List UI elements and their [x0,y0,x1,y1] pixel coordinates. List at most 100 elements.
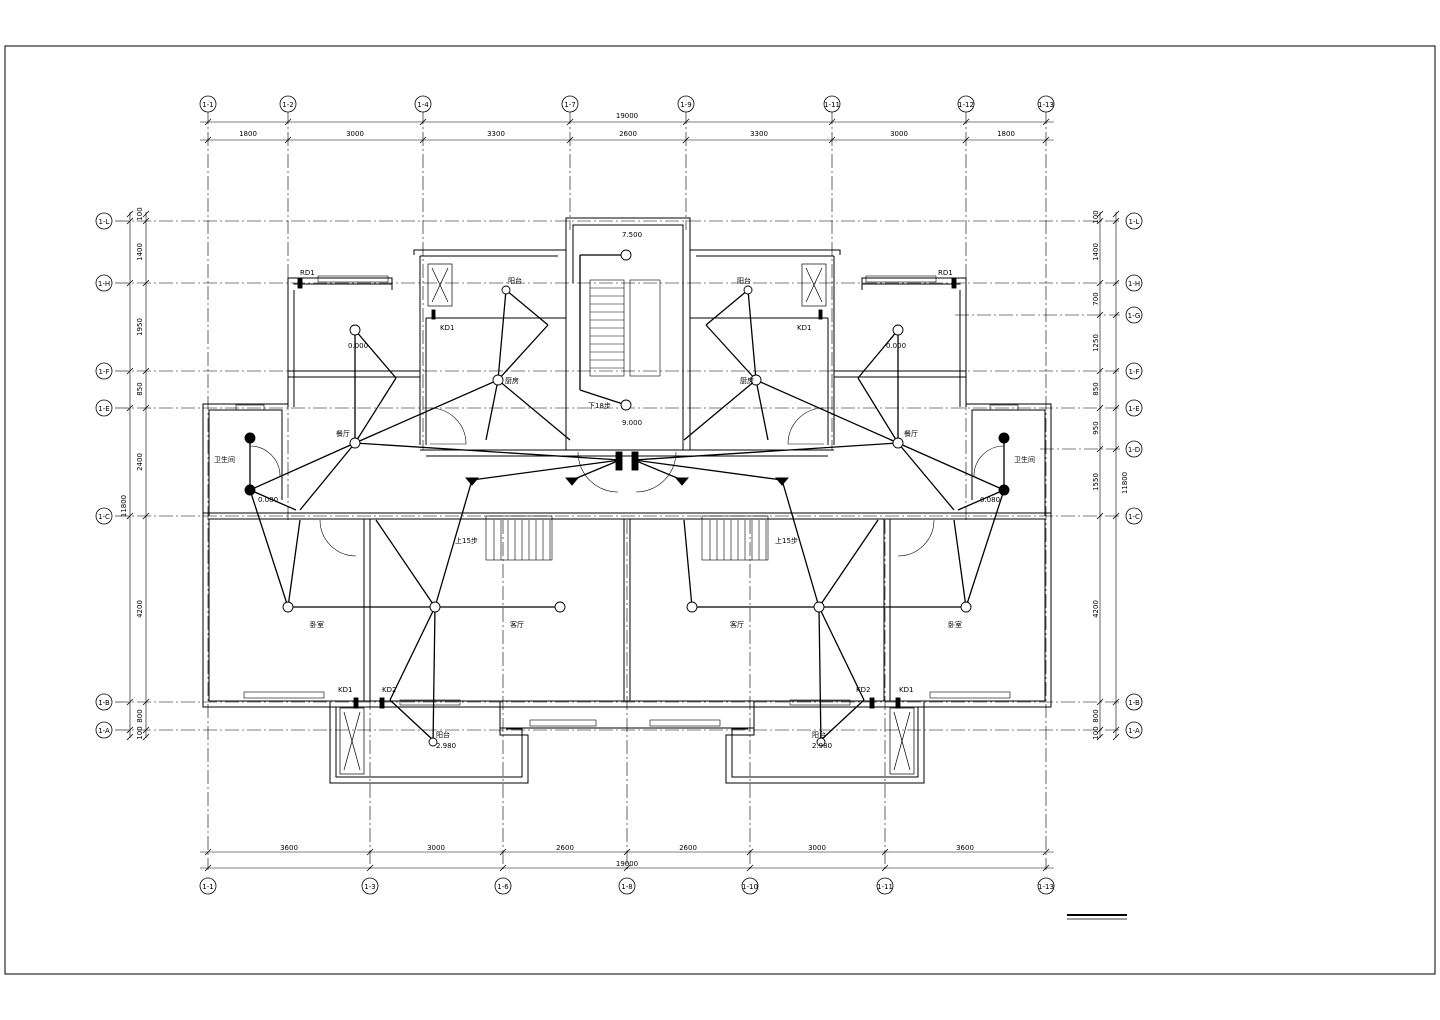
dim-right-2: 1400 [1092,243,1100,261]
dimension-text-right: 100 1400 700 1250 850 950 1550 4200 800 … [1092,210,1129,739]
dim-tick [1042,136,1050,144]
wiring [249,254,1005,746]
dim-tick [1112,311,1120,319]
dim-tick [1112,217,1120,225]
panel-kd1-upper-left: KD1 [440,324,454,332]
dim-tick [1096,512,1104,520]
dim-right-1: 100 [1092,210,1100,223]
dim-tick [1096,698,1104,706]
axis-bottom-7: 1-13 [1038,883,1054,891]
dim-tick [419,136,427,144]
dim-tick [1112,367,1120,375]
dim-tick [142,733,150,741]
dimension-text-bottom: 3600 3000 2600 2600 3000 3600 19000 [280,844,974,868]
room-balcony-top-left: 阳台 [508,276,522,285]
dim-tick [1112,279,1120,287]
axis-right-3: 1-G [1128,312,1141,320]
dim-right-9: 800 [1092,709,1100,722]
dim-tick [962,136,970,144]
stairs [485,279,769,561]
dim-tick [566,118,574,126]
elev-small-bottom-left: 2.980 [436,742,456,750]
dim-tick [142,404,150,412]
dim-tick [499,848,507,856]
dim-tick [1042,864,1050,872]
axis-right-9: 1-A [1128,727,1140,735]
dim-right-4: 1250 [1092,334,1100,352]
dim-tick [881,864,889,872]
dimension-text-top: 19000 1800 3000 3300 2600 3300 3000 1800 [239,112,1015,138]
sheet-border [4,45,1436,975]
axis-left-2: 1-H [98,280,110,288]
room-bath-right: 卫生间 [1014,455,1035,464]
dim-bottom-4: 2600 [679,844,697,852]
axis-top-7: 1-12 [958,101,974,109]
dim-tick [284,118,292,126]
fixtures [244,249,1010,747]
dim-left-4: 850 [136,382,144,395]
dim-tick [126,733,134,741]
dim-tick [1112,698,1120,706]
panel-kd1-lower-right: KD1 [899,686,913,694]
dim-tick [126,210,134,218]
dim-tick [366,848,374,856]
axis-bottom-6: 1-11 [877,883,893,891]
dim-left-2: 1400 [136,243,144,261]
axis-right-4: 1-F [1128,368,1139,376]
room-balcony-bottom-left: 阳台 [436,730,450,739]
room-kitchen-left: 厨房 [505,376,519,385]
dim-tick [204,848,212,856]
scale-bar [1067,914,1127,920]
axis-right-1: 1-L [1129,218,1140,226]
dim-tick [1096,733,1104,741]
dim-tick [828,118,836,126]
dim-tick [126,279,134,287]
dim-top-5: 3300 [750,130,768,138]
dim-tick [204,136,212,144]
dim-tick [881,848,889,856]
axis-top-8: 1-13 [1038,101,1054,109]
dim-right-6: 950 [1092,421,1100,434]
elev-small-left: 0.080 [258,496,278,504]
dim-tick [1096,445,1104,453]
dim-tick [366,864,374,872]
axis-right-2: 1-H [1128,280,1140,288]
axis-bubbles [95,95,1143,895]
dim-tick [1112,445,1120,453]
axis-grid [115,110,1120,870]
axis-right-7: 1-C [1128,513,1140,521]
dim-right-10: 100 [1092,726,1100,739]
dim-tick [623,864,631,872]
annotations: 7.500 9.000 下18步 上15步 上15步 RD1 RD1 KD1 K… [214,231,1035,750]
elev-small-left-2: 0.000 [348,342,368,350]
dim-tick [126,217,134,225]
axis-bottom-5: 1-10 [742,883,758,891]
dim-right-3: 700 [1092,292,1100,305]
dim-tick [126,404,134,412]
dim-bottom-1: 3600 [280,844,298,852]
dim-tick [746,864,754,872]
dim-tick [1112,733,1120,741]
dim-tick [204,864,212,872]
dim-left-7: 800 [136,709,144,722]
dim-top-total: 19000 [616,112,638,120]
panel-kd1-lower-left: KD1 [338,686,352,694]
axis-left-5: 1-C [98,513,110,521]
dimension-ticks [126,118,1120,872]
dim-right-8: 4200 [1092,600,1100,618]
room-balcony-top-right: 阳台 [737,276,751,285]
shafts [339,263,915,775]
dim-tick [1096,404,1104,412]
panel-rd1-left: RD1 [300,269,315,277]
dim-tick [962,118,970,126]
axis-top-3: 1-4 [417,101,429,109]
dim-tick [1096,367,1104,375]
dim-tick [828,136,836,144]
elev-top: 7.500 [622,231,642,239]
room-dining-left: 餐厅 [336,429,350,438]
axis-right-8: 1-B [1128,699,1140,707]
stair-up-right: 上15步 [775,536,798,545]
dim-tick [1096,279,1104,287]
dim-bottom-3: 2600 [556,844,574,852]
